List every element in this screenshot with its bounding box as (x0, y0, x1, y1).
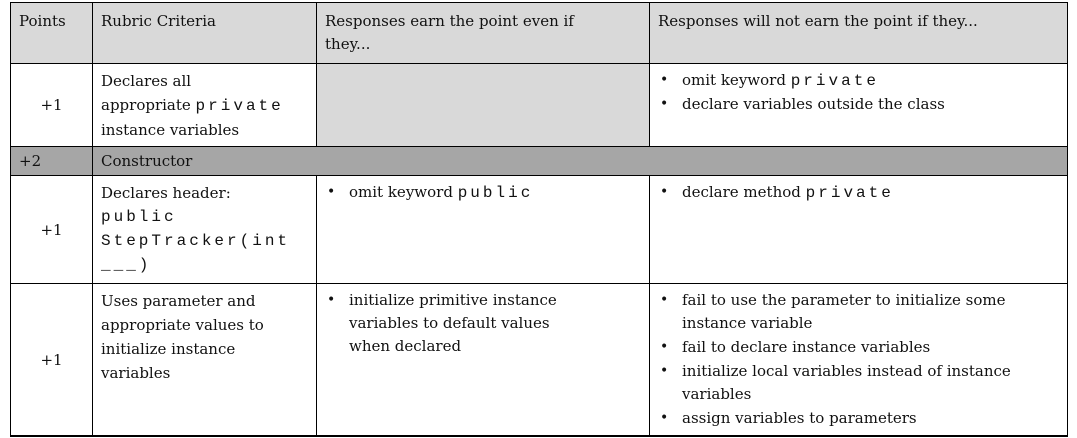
not-earn-cell: • omit keyword private • declare variabl… (649, 63, 1068, 147)
header-points: Points (10, 2, 93, 64)
inline-code: private (195, 97, 284, 115)
section-label: Constructor (92, 146, 1068, 176)
not-earn-cell: • declare method private (649, 175, 1068, 284)
header-rubric-criteria: Rubric Criteria (92, 2, 317, 64)
section-points-cell: +2 (10, 146, 93, 176)
points-cell: +1 (10, 283, 93, 437)
bullet-text: assign variables to parameters (682, 409, 917, 427)
bullet-text: omit keyword private (682, 71, 879, 90)
bullet-text: fail to use the parameter to initialize … (682, 291, 1006, 332)
criteria-text: Declares all (101, 72, 192, 90)
inline-code: private (805, 184, 894, 202)
header-not-earn-point: Responses will not earn the point if the… (649, 2, 1068, 64)
bullet-item: • initialize local variables instead of … (651, 360, 1064, 407)
points-cell: +1 (10, 63, 93, 147)
bullet-text: fail to declare instance variables (682, 338, 931, 356)
criteria-line: Declares all (101, 69, 288, 93)
bullet-item: • omit keyword public (318, 181, 646, 205)
bullet-dot: • (660, 96, 669, 112)
row-declares-header: +1 Declares header: public StepTracker(i… (10, 175, 1068, 284)
bullet-text: declare variables outside the class (682, 95, 945, 113)
criteria-line: appropriate private (101, 93, 288, 118)
bullet-text: initialize local variables instead of in… (682, 362, 1011, 403)
bullet-dot: • (660, 292, 669, 308)
criteria-text: instance variables (101, 121, 240, 139)
row-private-instance-variables: +1 Declares all appropriate private inst… (10, 63, 1068, 147)
criteria-line: instance variables (101, 118, 288, 142)
criteria-text: Declares header: (101, 184, 231, 202)
criteria-line: Declares header: (101, 181, 288, 205)
bullet-dot: • (660, 410, 669, 426)
bullet-dot: • (660, 363, 669, 379)
rubric-table: Points Rubric Criteria Responses earn th… (10, 2, 1068, 437)
bullet-item: • declare variables outside the class (651, 93, 1064, 117)
inline-code: public (101, 208, 177, 226)
earn-cell: • omit keyword public (316, 175, 650, 284)
bullet-item: • initialize primitive instance variable… (318, 289, 646, 359)
bullet-dot: • (660, 72, 669, 88)
header-row: Points Rubric Criteria Responses earn th… (10, 2, 1068, 64)
not-earn-cell: • fail to use the parameter to initializ… (649, 283, 1068, 437)
criteria-cell: Declares header: public StepTracker(int … (92, 175, 317, 284)
inline-code: private (790, 72, 879, 90)
criteria-text: Uses parameter and appropriate values to… (101, 292, 264, 382)
criteria-text: appropriate (101, 96, 196, 114)
row-initialize-instance-variables: +1 Uses parameter and appropriate values… (10, 283, 1068, 437)
bullet-text: initialize primitive instance variables … (349, 291, 557, 355)
row-constructor-section: +2 Constructor (10, 146, 1068, 176)
bullet-dot: • (327, 292, 336, 308)
bullet-item: • assign variables to parameters (651, 407, 1064, 431)
bullet-dot: • (660, 184, 669, 200)
header-earn-point-text: Responses earn the point even if they... (325, 12, 574, 53)
bullet-dot: • (327, 184, 336, 200)
bullet-text: declare method private (682, 183, 894, 202)
bullet-item: • declare method private (651, 181, 1064, 205)
bullet-item: • fail to use the parameter to initializ… (651, 289, 1064, 336)
bullet-item: • fail to declare instance variables (651, 336, 1064, 360)
earn-cell: • initialize primitive instance variable… (316, 283, 650, 437)
points-cell: +1 (10, 175, 93, 284)
bullet-text: omit keyword public (349, 183, 534, 202)
earn-cell-empty (316, 63, 650, 147)
inline-code: StepTracker(int (101, 232, 291, 250)
criteria-cell: Uses parameter and appropriate values to… (92, 283, 317, 437)
inline-code: ___) (101, 256, 152, 274)
header-earn-point: Responses earn the point even if they... (316, 2, 650, 64)
inline-code: public (457, 184, 534, 202)
criteria-cell: Declares all appropriate private instanc… (92, 63, 317, 147)
bullet-dot: • (660, 339, 669, 355)
bullet-item: • omit keyword private (651, 69, 1064, 93)
